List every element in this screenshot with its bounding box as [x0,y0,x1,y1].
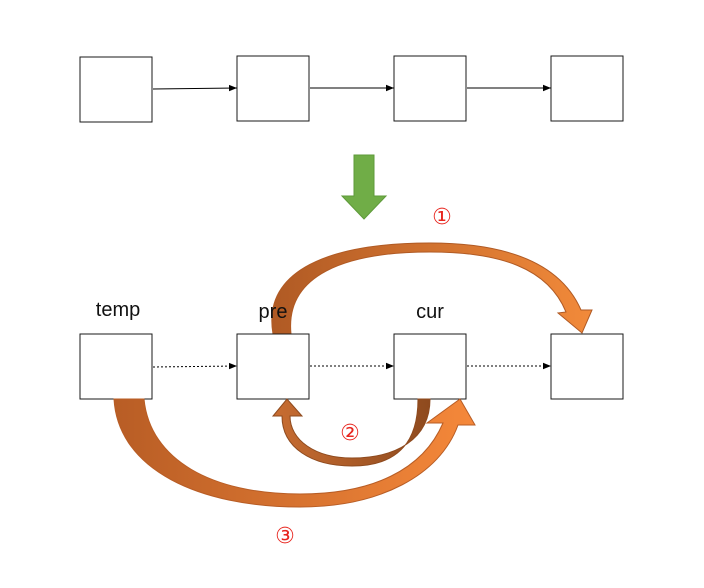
list-node-1 [79,56,153,123]
temp-node [79,333,153,400]
step1-arrow [271,242,593,335]
step2-number: ② [340,421,360,446]
step2-arrow [271,398,431,467]
list-node-2 [236,55,310,122]
dotted-edge-1 [152,362,238,370]
step3-number: ③ [275,524,295,549]
reversal-list [79,333,624,400]
list-node-3 [393,55,467,122]
transform-down-arrow [340,154,388,220]
cur-node [393,333,467,400]
temp-label: temp [96,299,140,321]
step3-arrow [113,398,476,508]
next-node [550,333,624,400]
original-list [79,55,624,123]
list-node-4 [550,55,624,122]
step1-number: ① [432,205,452,230]
list-edge-1 [152,84,238,92]
pre-label: pre [259,301,288,323]
cur-label: cur [416,301,444,323]
pre-node [236,333,310,400]
